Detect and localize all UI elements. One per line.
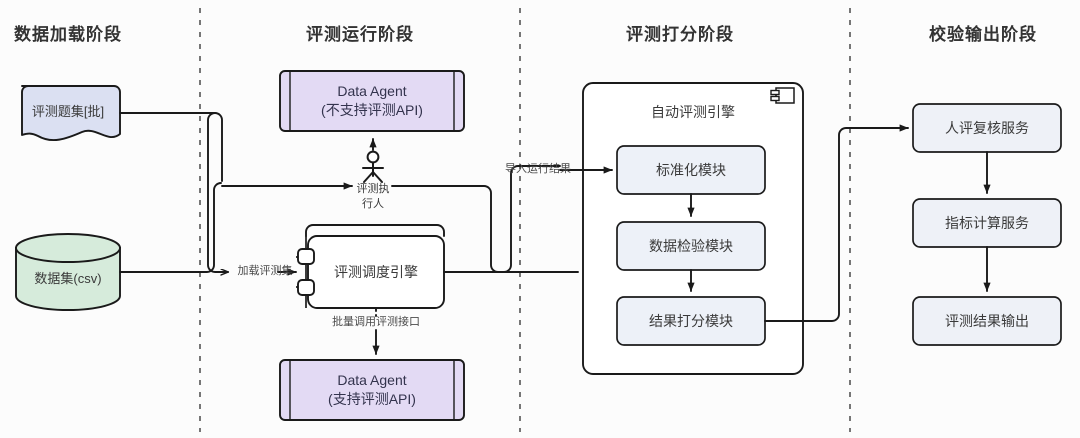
node-data-agent-api-shape[interactable] <box>279 359 465 421</box>
edge-question-set-to-hub <box>119 112 223 182</box>
node-human-review-service-shape[interactable] <box>912 103 1062 153</box>
node-eval-result-output-shape[interactable] <box>912 296 1062 346</box>
edge-question-set-to-load-label <box>207 112 228 272</box>
node-eval-scheduler-engine-shape[interactable] <box>296 235 445 309</box>
edge-scheduler-top-rail <box>305 224 445 237</box>
node-actor-evaluator-shape[interactable] <box>362 150 384 183</box>
node-metric-calc-service-shape[interactable] <box>912 198 1062 248</box>
node-module-score-shape[interactable] <box>616 296 766 346</box>
component-badge-icon <box>770 87 795 104</box>
edge-label-batch-call-api: 批量调用评测接口 <box>332 316 420 328</box>
lane-title-eval-run: 评测运行阶段 <box>306 25 414 44</box>
node-module-data-check-shape[interactable] <box>616 221 766 271</box>
node-dataset-csv-shape[interactable] <box>15 233 121 311</box>
node-data-agent-no-api-shape[interactable] <box>279 70 465 132</box>
node-eval-question-set-shape[interactable] <box>21 85 121 142</box>
edge-score-to-human-review <box>764 124 909 322</box>
edge-scheduler-to-import-rail <box>443 165 561 273</box>
edge-dataset-to-hub-upper <box>119 182 222 273</box>
lane-title-verify-output: 校验输出阶段 <box>929 25 1037 44</box>
edge-label-import-run-result: 导入运行结果 <box>505 163 571 175</box>
node-module-normalize-shape[interactable] <box>616 145 766 195</box>
lane-title-eval-score: 评测打分阶段 <box>626 25 734 44</box>
edge-label-load-eval-set: 加载评测集 <box>237 265 293 277</box>
lane-title-data-load: 数据加载阶段 <box>14 25 122 44</box>
